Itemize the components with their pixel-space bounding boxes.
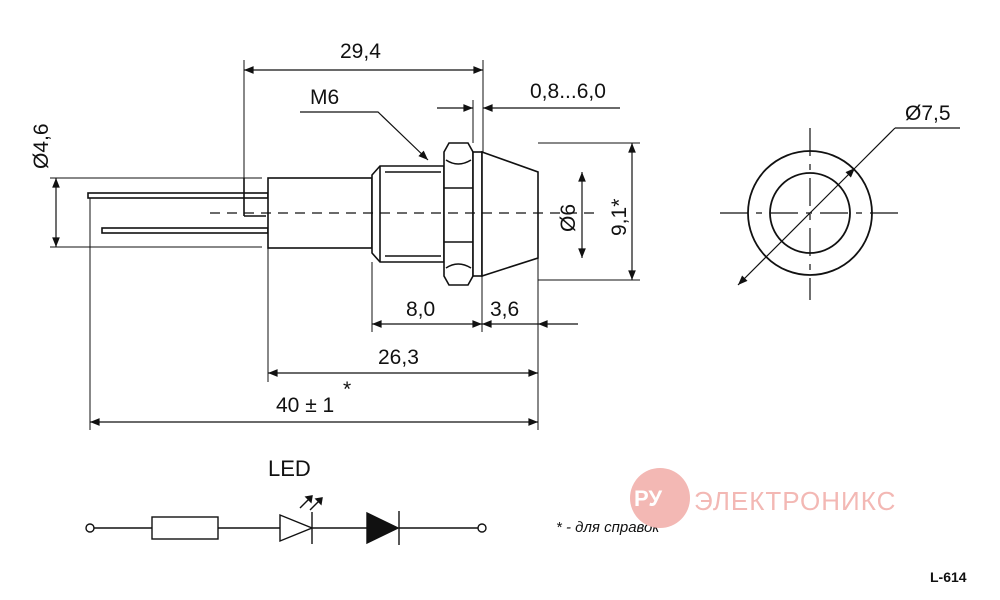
dim-dia-4-6: Ø4,6 xyxy=(30,123,53,169)
terminal-left xyxy=(85,523,95,533)
watermark-brand: ЭЛЕКТРОНИКС xyxy=(694,486,896,516)
lead-top xyxy=(87,192,269,199)
threaded-bushing xyxy=(371,165,445,263)
dim-dia-6: Ø6 xyxy=(557,204,580,232)
footnote: * - для справок xyxy=(556,519,660,536)
dim-panel-range: 0,8...6,0 xyxy=(530,80,606,103)
led-label: LED xyxy=(268,456,311,481)
front-view xyxy=(720,127,960,300)
dim-m6: M6 xyxy=(310,86,339,109)
dimension-lines xyxy=(52,66,636,426)
resistor xyxy=(151,516,219,540)
dim-29-4: 29,4 xyxy=(340,40,381,63)
watermark-badge xyxy=(630,468,690,528)
terminal-right xyxy=(477,523,487,533)
side-view xyxy=(87,142,539,286)
lens xyxy=(481,150,539,278)
diode-symbol xyxy=(366,511,400,545)
dim-8-0: 8,0 xyxy=(406,298,435,321)
led-schematic xyxy=(85,495,487,545)
led-symbol xyxy=(279,513,314,543)
dim-3-6: 3,6 xyxy=(490,298,519,321)
dim-9-1: 9,1* xyxy=(608,199,631,236)
dim-26-3: 26,3 xyxy=(378,346,419,369)
lead-bottom xyxy=(101,227,269,234)
watermark: РУ ЭЛЕКТРОНИКС xyxy=(630,468,896,528)
watermark-badge-text: РУ xyxy=(634,486,662,511)
part-code: L-614 xyxy=(930,569,967,585)
extension-lines xyxy=(50,60,640,430)
dim-dia-7-5: Ø7,5 xyxy=(905,102,951,125)
dim-40: 40 ± 1 xyxy=(276,394,334,417)
dim-40-star: * xyxy=(343,378,351,401)
washer xyxy=(472,151,483,277)
